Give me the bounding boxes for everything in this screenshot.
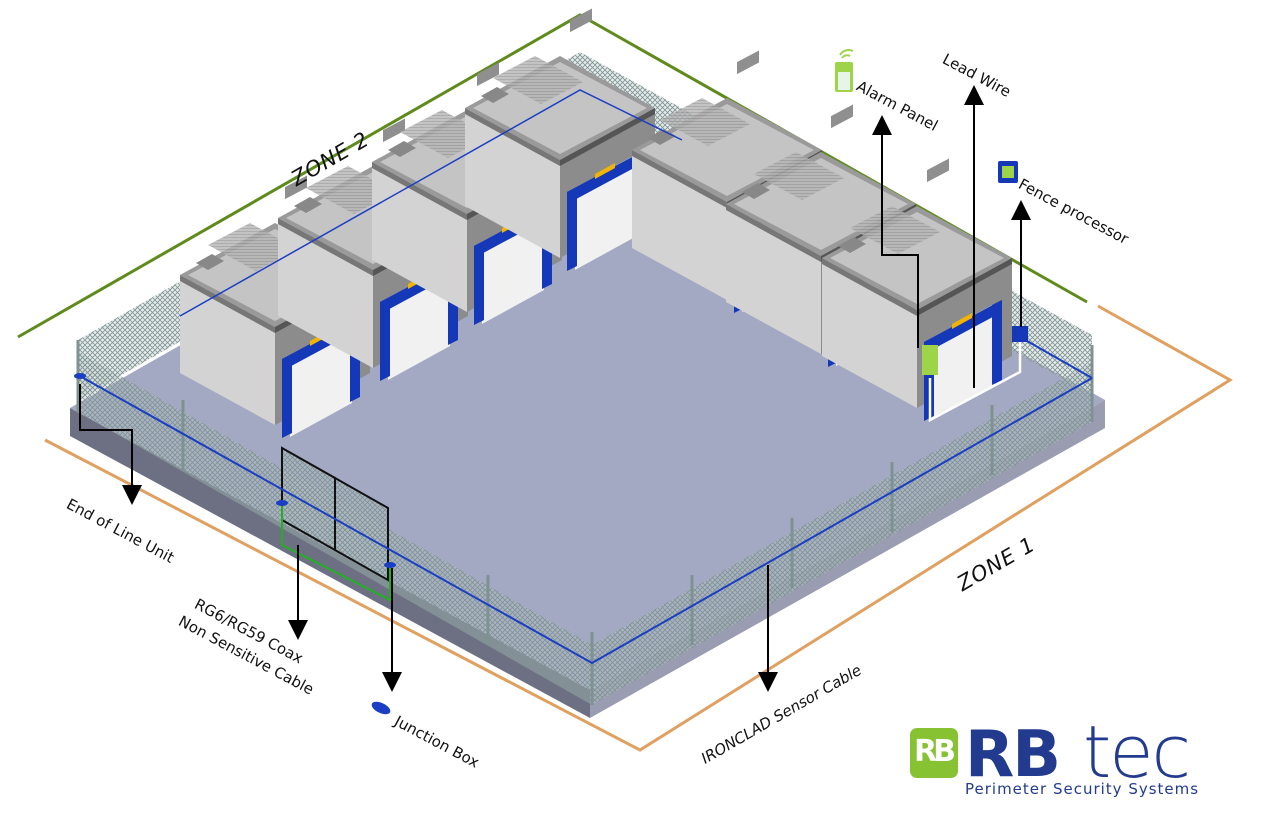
logo-brand-light: tec bbox=[1083, 710, 1191, 794]
fence-processor-icon bbox=[998, 161, 1018, 183]
logo-brand-bold: RB bbox=[965, 718, 1061, 792]
rbtec-logo: RB RB tec Perimeter Security Systems bbox=[905, 710, 1255, 802]
alarm-panel-device bbox=[922, 345, 938, 375]
sensor-cable bbox=[77, 374, 1093, 665]
lead-wire bbox=[928, 340, 1022, 423]
alarm-panel-icon bbox=[835, 49, 854, 92]
junction-box-icon bbox=[371, 701, 391, 715]
gate bbox=[281, 446, 389, 582]
zone-1-boundary bbox=[44, 304, 1233, 752]
coax-cable bbox=[281, 505, 391, 602]
logo-mark-icon: RB bbox=[910, 728, 958, 778]
eol-unit bbox=[74, 373, 86, 379]
logo-tagline: Perimeter Security Systems bbox=[965, 780, 1200, 798]
fence-processor-device bbox=[1012, 326, 1028, 342]
